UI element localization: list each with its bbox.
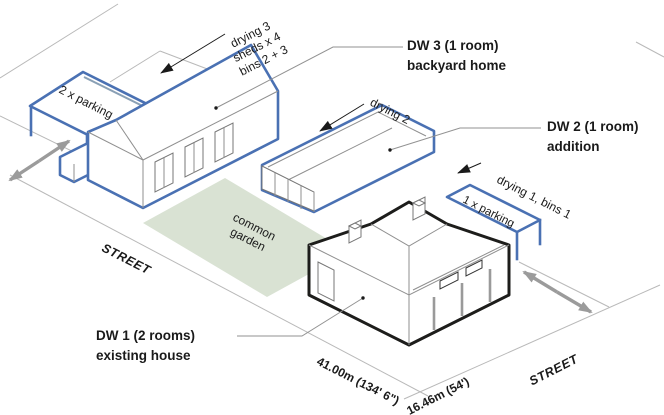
- dw1-chimney-cap: [347, 222, 363, 230]
- dw1-building: [307, 196, 511, 347]
- street-direction-arrows: [8, 139, 593, 314]
- dw3-leader-line: [215, 46, 403, 109]
- dw2-leader-line: [389, 127, 541, 151]
- dw1-door: [317, 261, 335, 302]
- dw3-leader-dot: [214, 106, 218, 110]
- dw3-title: DW 3 (1 room): [407, 38, 499, 53]
- common-garden-area: [143, 178, 349, 297]
- street-arrow-left-icon: [38, 139, 71, 163]
- carport-1x-parking: [445, 183, 542, 261]
- label-dw3: DW 3 (1 room) backyard home: [407, 36, 506, 75]
- dw2-subtitle: addition: [547, 138, 600, 154]
- street-arrow-left-icon: [8, 159, 40, 182]
- boundary-line: [635, 41, 664, 58]
- label-dw2: DW 2 (1 room) addition: [547, 117, 639, 156]
- dw1-window: [439, 271, 459, 290]
- dw1-veranda-beam: [412, 244, 505, 291]
- lot-boundary-lines: [0, 3, 664, 400]
- boundary-line: [518, 261, 610, 308]
- label-leader-lines: [214, 46, 541, 337]
- dw2-building: [260, 103, 436, 214]
- dw1-leader-dot: [361, 296, 365, 300]
- dw1-leader-line: [237, 297, 364, 337]
- annotation-arrows: [160, 33, 482, 174]
- dw3-subtitle: backyard home: [407, 57, 507, 73]
- dw3-eave: [142, 90, 279, 161]
- dw1-window: [465, 259, 483, 277]
- dw3-eave: [87, 131, 144, 161]
- dw3-gable-edge: [115, 119, 144, 161]
- dw2-roof-line: [283, 127, 393, 183]
- dw1-subtitle: existing house: [96, 347, 191, 363]
- label-dw1: DW 1 (2 rooms) existing house: [96, 326, 195, 365]
- drying3-arrow-icon: [160, 33, 226, 74]
- street-arrow-bottom-icon: [522, 270, 558, 294]
- dw1-chimney-cap: [411, 199, 427, 207]
- street-edge-short: [403, 284, 661, 400]
- street-edge-long: [9, 174, 429, 397]
- dw3-building: [58, 43, 280, 210]
- dw1-title: DW 1 (2 rooms): [96, 328, 196, 343]
- dw3-silhouette: [86, 43, 280, 210]
- dw2-leader-dot: [388, 148, 392, 152]
- drying1-arrow-icon: [457, 162, 482, 174]
- dw2-silhouette: [260, 103, 436, 214]
- back-fence-line: [109, 50, 161, 83]
- boundary-line: [0, 3, 119, 79]
- dw2-roof-parapet: [267, 111, 427, 168]
- street-arrow-bottom-icon: [556, 290, 593, 314]
- dw2-title: DW 2 (1 room): [547, 119, 639, 134]
- drying2-arrow-icon: [319, 103, 365, 132]
